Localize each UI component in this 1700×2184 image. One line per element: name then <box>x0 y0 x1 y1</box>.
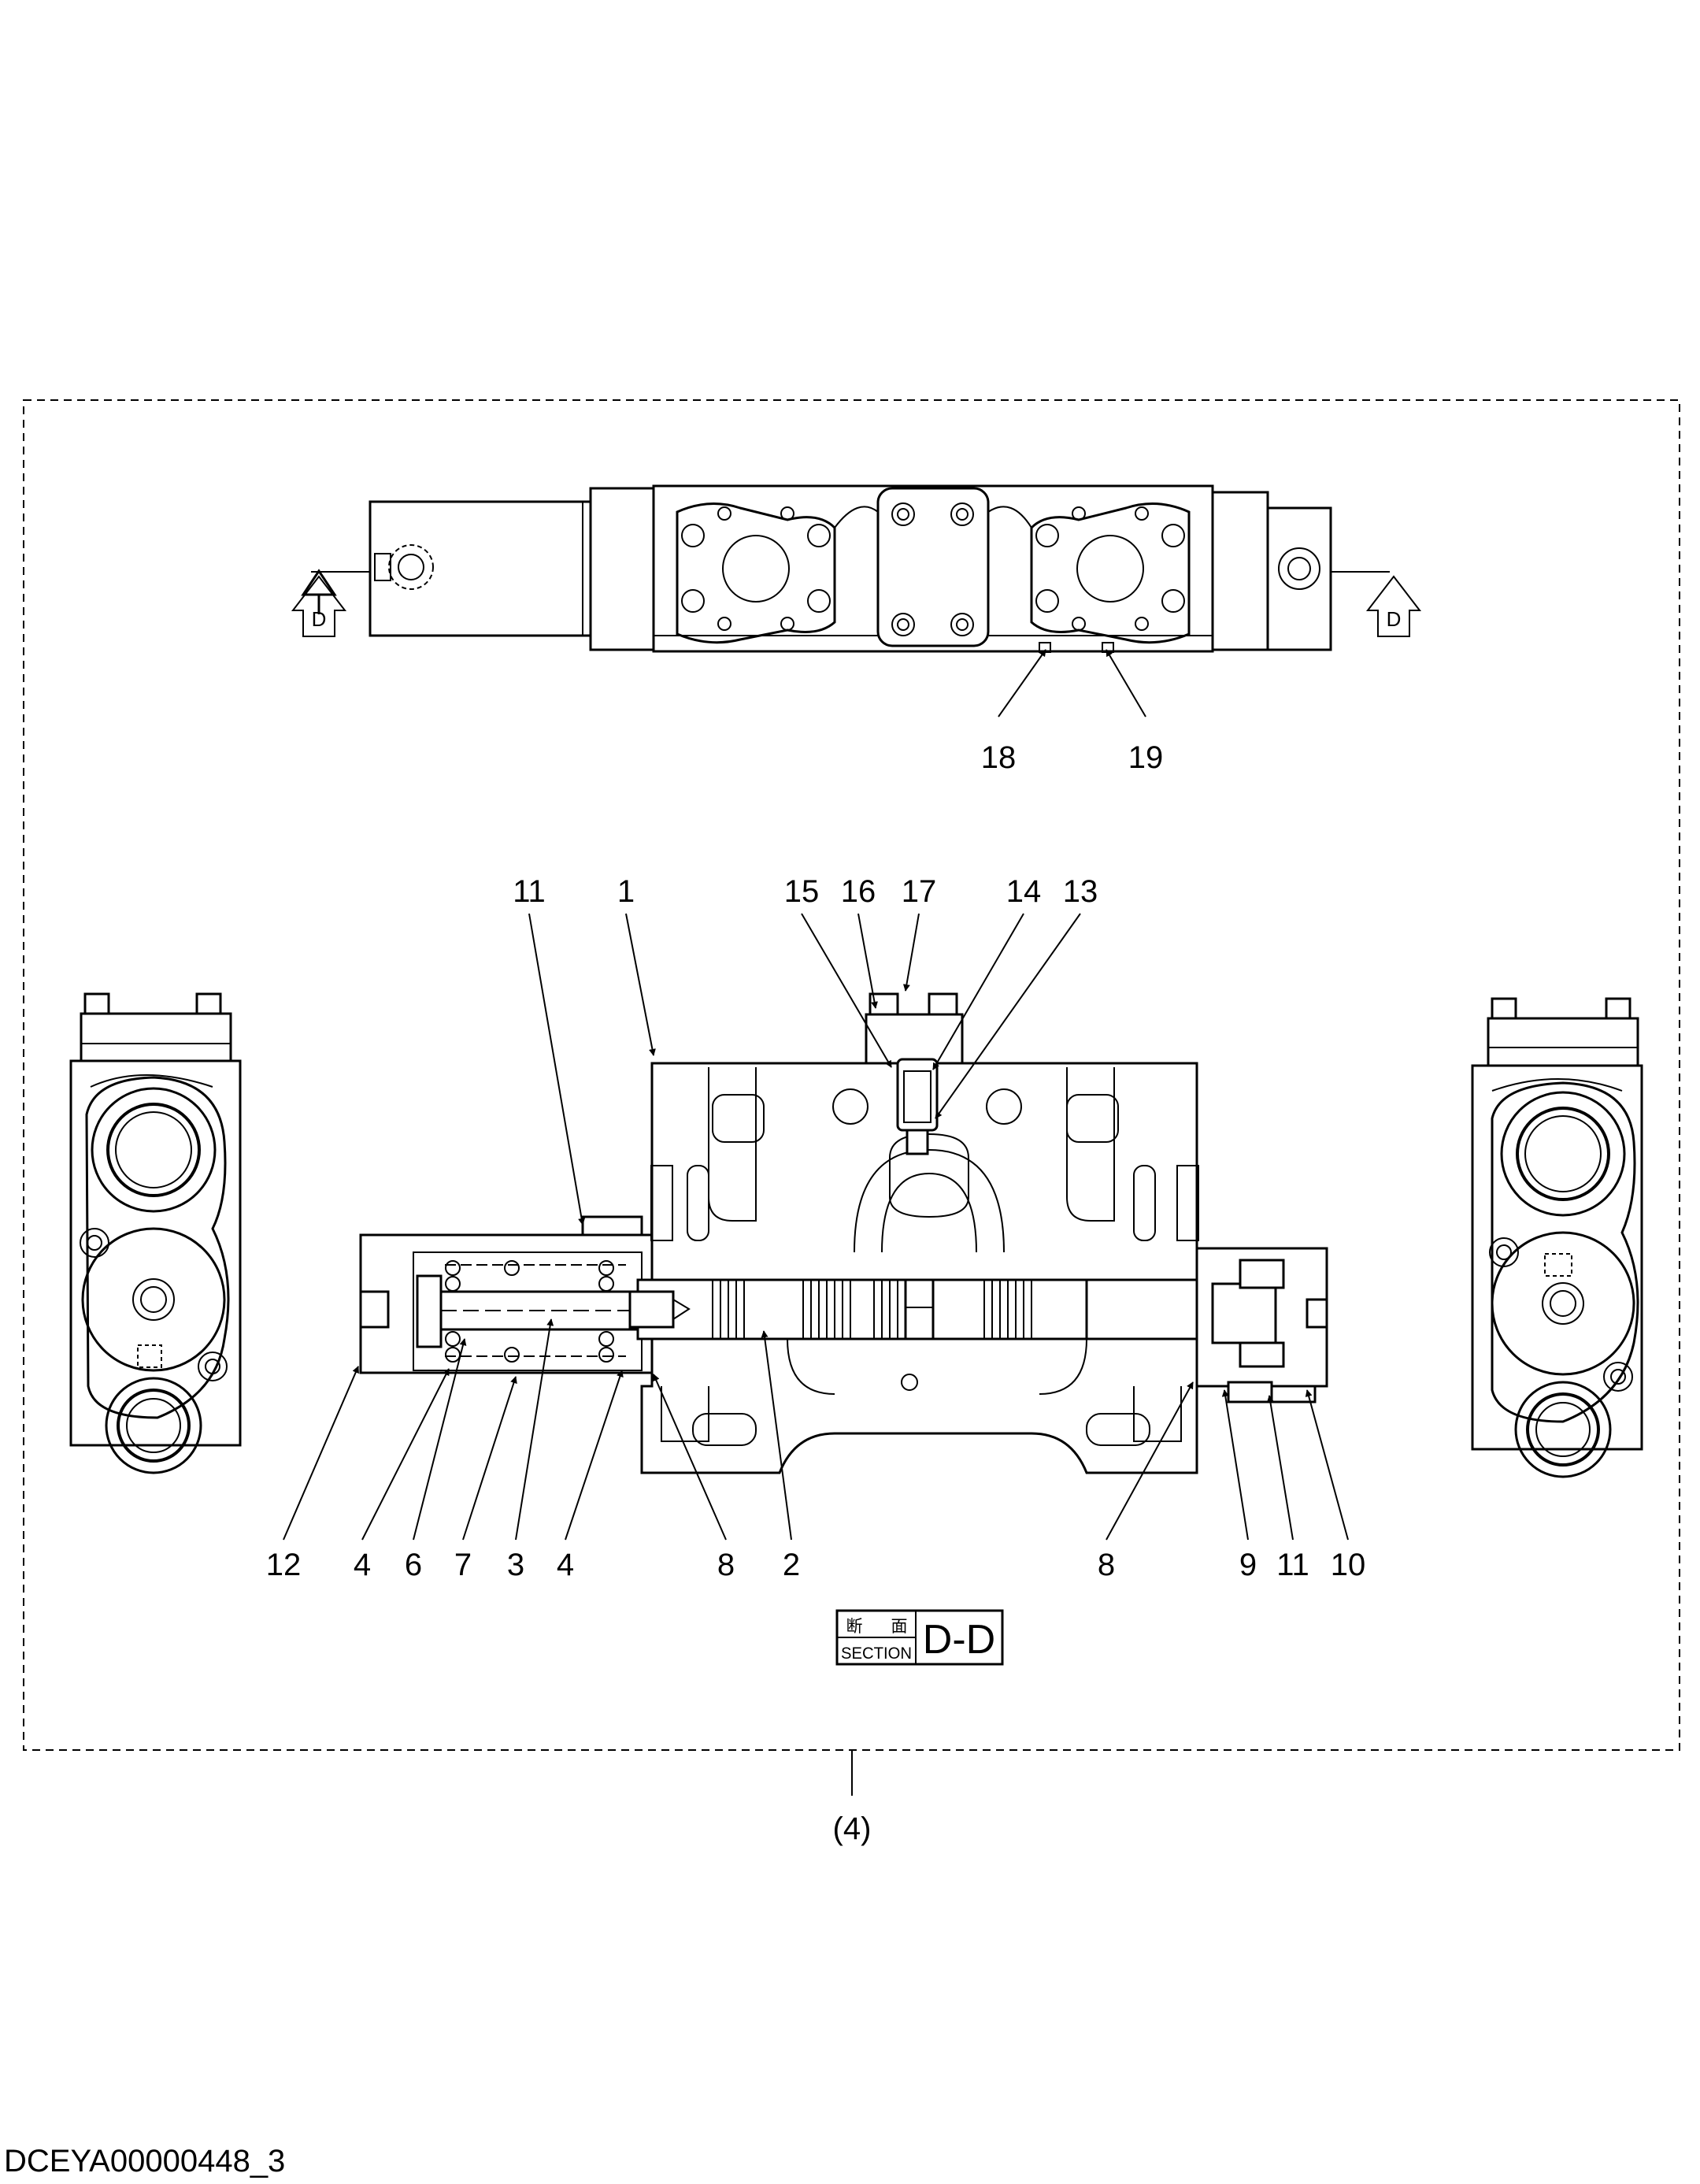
part-label-10: 10 <box>1331 1548 1366 1582</box>
right-side-view <box>1471 997 1643 1478</box>
part-label-1: 1 <box>617 874 635 909</box>
part-label-15: 15 <box>784 874 820 909</box>
part-label-13: 13 <box>1063 874 1098 909</box>
part-label-2: 2 <box>783 1548 800 1582</box>
svg-text:D: D <box>312 607 327 631</box>
part-label-19: 19 <box>1128 740 1164 775</box>
part-label-11-lower: 11 <box>1276 1548 1309 1582</box>
part-label-7: 7 <box>454 1548 472 1582</box>
part-label-4-left: 4 <box>354 1548 371 1582</box>
assembly-ref-label: (4) <box>833 1811 872 1846</box>
leader-lines <box>283 913 1349 1541</box>
part-label-14: 14 <box>1006 874 1042 909</box>
part-label-3: 3 <box>507 1548 524 1582</box>
part-label-8-left: 8 <box>717 1548 735 1582</box>
section-title-box: 断 面 SECTION D-D <box>835 1609 1004 1666</box>
part-label-18: 18 <box>981 740 1017 775</box>
part-label-8-right: 8 <box>1098 1548 1115 1582</box>
part-label-4-right: 4 <box>557 1548 574 1582</box>
part-label-6: 6 <box>405 1548 422 1582</box>
top-view <box>369 484 1332 653</box>
part-label-11-upper: 11 <box>513 874 546 909</box>
drawing-id: DCEYA00000448_3 <box>4 2144 285 2178</box>
left-side-view <box>69 992 242 1474</box>
section-marker-right: D <box>1331 571 1422 637</box>
section-name: D-D <box>923 1617 995 1663</box>
section-kanji-1: 断 <box>846 1618 863 1636</box>
part-label-9: 9 <box>1239 1548 1257 1582</box>
part-label-12: 12 <box>266 1548 302 1582</box>
section-kanji-2: 面 <box>891 1618 908 1636</box>
section-word: SECTION <box>841 1644 912 1663</box>
section-d-d-view <box>359 992 1328 1474</box>
part-label-17: 17 <box>902 874 937 909</box>
section-marker-left: D <box>291 569 370 637</box>
part-label-16: 16 <box>841 874 876 909</box>
svg-text:D: D <box>1387 607 1402 631</box>
